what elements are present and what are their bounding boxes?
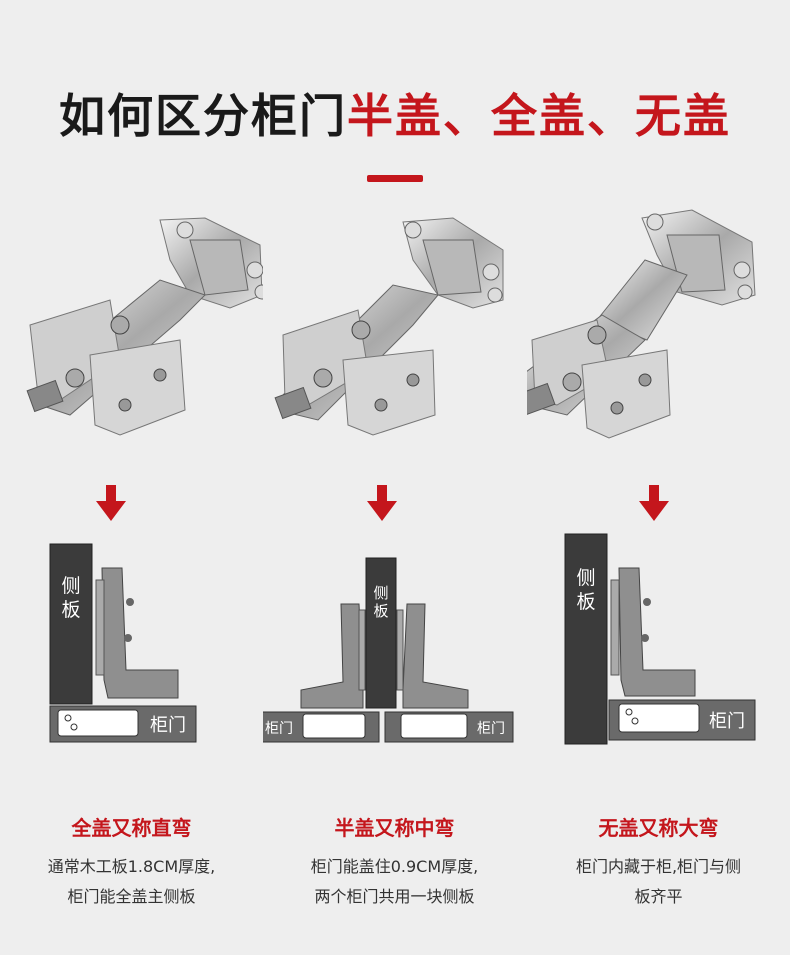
hinge-photo-icon <box>274 217 504 436</box>
column-half-overlay: 侧 板 柜门 柜门 半盖又称中弯 柜门能盖住0.9CM厚度, 两个柜门共用一块侧… <box>263 0 526 955</box>
desc-line-1: 柜门能盖住0.9CM厚度, <box>310 857 479 876</box>
desc-half-overlay: 柜门能盖住0.9CM厚度, 两个柜门共用一块侧板 <box>263 852 526 912</box>
caption-half-overlay: 半盖又称中弯 <box>334 816 455 840</box>
page-title: 如何区分柜门半盖、全盖、无盖 <box>0 80 790 146</box>
side-panel-label-bottom: 板 <box>373 602 388 620</box>
diagram-full-overlay: 侧 板 柜门 <box>49 543 197 743</box>
arrow-down-icon <box>367 485 397 521</box>
hinge-photo-icon <box>26 217 263 436</box>
side-panel-label-top: 侧 <box>373 584 388 602</box>
arrow-down-icon <box>96 485 126 521</box>
arrow-down-icon <box>639 485 669 521</box>
diagram-inset: 侧 板 柜门 <box>564 533 756 745</box>
desc-full-overlay: 通常木工板1.8CM厚度, 柜门能全盖主侧板 <box>0 852 263 912</box>
side-panel-label-top: 侧 <box>61 575 80 597</box>
door-label: 柜门 <box>150 715 186 736</box>
hinge-photo-icon <box>527 209 756 439</box>
title-main: 如何区分柜门 <box>59 89 347 143</box>
desc-inset: 柜门内藏于柜,柜门与侧 板齐平 <box>527 852 790 912</box>
desc-line-1: 通常木工板1.8CM厚度, <box>47 857 216 876</box>
side-panel-label-bottom: 板 <box>61 599 80 621</box>
column-full-overlay: 侧 板 柜门 全盖又称直弯 通常木工板1.8CM厚度, 柜门能全盖主侧板 <box>0 0 263 955</box>
door-label: 柜门 <box>709 711 745 732</box>
column-inset: 侧 板 柜门 无盖又称大弯 柜门内藏于柜,柜门与侧 板齐平 <box>527 0 790 955</box>
desc-line-1: 柜门内藏于柜,柜门与侧 <box>575 857 742 876</box>
title-underline <box>367 175 423 182</box>
title-accent: 半盖、全盖、无盖 <box>347 89 731 143</box>
desc-line-2: 板齐平 <box>634 887 683 906</box>
caption-inset: 无盖又称大弯 <box>598 816 719 840</box>
door-label-right: 柜门 <box>477 721 505 737</box>
side-panel-label-top: 侧 <box>576 567 595 589</box>
side-panel-label-bottom: 板 <box>576 591 595 613</box>
caption-full-overlay: 全盖又称直弯 <box>71 816 192 840</box>
desc-line-2: 柜门能全盖主侧板 <box>67 887 196 906</box>
diagram-half-overlay: 侧 板 柜门 柜门 <box>263 557 514 743</box>
desc-line-2: 两个柜门共用一块侧板 <box>314 887 475 906</box>
door-label-left: 柜门 <box>265 721 293 737</box>
